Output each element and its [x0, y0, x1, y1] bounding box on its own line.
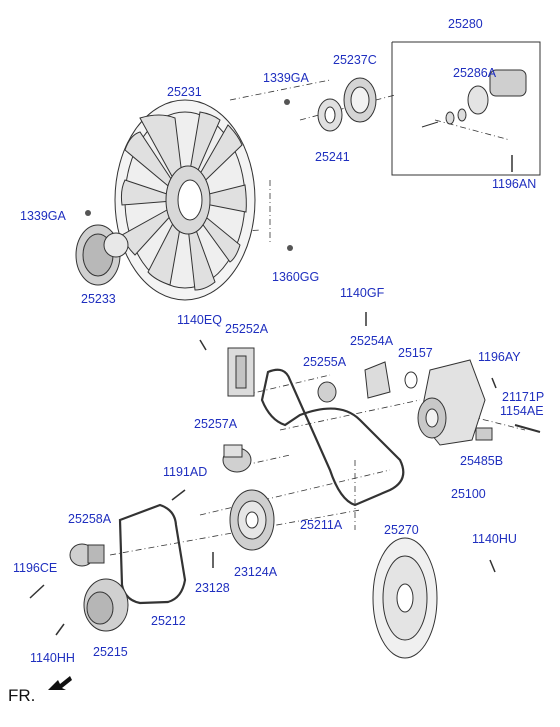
label-1140HH: 1140HH: [30, 651, 75, 665]
label-1140EQ: 1140EQ: [177, 313, 222, 327]
label-25286A: 25286A: [453, 66, 497, 80]
fan-spacer: [317, 98, 343, 132]
label-25241: 25241: [315, 150, 350, 164]
tensioner-bracket: [227, 347, 255, 397]
label-25257A: 25257A: [194, 417, 238, 431]
label-1196AY: 1196AY: [478, 350, 521, 364]
idler-bracket: [364, 361, 391, 399]
bolt-1196AY: [491, 377, 497, 389]
bolt-1140HH: [55, 623, 65, 636]
label-25211A: 25211A: [300, 518, 343, 532]
stud-21171P: [514, 424, 541, 433]
front-direction-arrow: [48, 676, 72, 690]
label-23128: 23128: [195, 581, 230, 595]
belt-tensioner: [222, 444, 252, 473]
label-25215: 25215: [93, 645, 128, 659]
bolt-1140EQ: [199, 339, 207, 351]
label-25252A: 25252A: [225, 322, 269, 336]
label-25254A: 25254A: [350, 334, 394, 348]
label-25212: 25212: [151, 614, 186, 628]
label-25100: 25100: [451, 487, 486, 501]
o-ring-25157: [404, 371, 418, 389]
label-1339GA-left: 1339GA: [20, 209, 66, 223]
water-pump-body: [421, 69, 527, 128]
cooling-fan: [114, 99, 256, 301]
label-25258A: 25258A: [68, 512, 112, 526]
label-25270: 25270: [384, 523, 419, 537]
idler-pulley-25258A: [69, 543, 105, 567]
label-1196AN: 1196AN: [492, 177, 537, 191]
water-pump-assembly-box: [391, 41, 541, 176]
label-21171P: 21171P: [502, 390, 545, 404]
drive-belt-25212: [118, 503, 187, 605]
bolt-1339GA-top: [284, 99, 290, 105]
label-1339GA-top: 1339GA: [263, 71, 309, 85]
vibration-damper: [372, 537, 438, 659]
label-25280: 25280: [448, 17, 483, 31]
label-1140HU: 1140HU: [472, 532, 517, 546]
label-25485B: 25485B: [460, 454, 504, 468]
front-direction-label: FR.: [8, 686, 36, 705]
label-25237C: 25237C: [333, 53, 377, 67]
clip-1360GG: [287, 245, 293, 251]
power-steering-pulley: [83, 578, 129, 632]
fitting-25485B: [475, 427, 493, 441]
bolt-1191AD: [171, 489, 186, 501]
label-25157: 25157: [398, 346, 433, 360]
leader-lines: [109, 79, 526, 556]
bolt-1196CE: [29, 584, 45, 599]
label-1191AD: 1191AD: [163, 465, 208, 479]
bolt-1140HU: [489, 559, 496, 573]
label-1140GF: 1140GF: [340, 286, 385, 300]
label-1196CE: 1196CE: [13, 561, 58, 575]
idler-pulley: [317, 381, 337, 403]
water-pump-assembly: [417, 359, 486, 446]
label-25233: 25233: [81, 292, 116, 306]
label-25231: 25231: [167, 85, 202, 99]
label-23124A: 23124A: [234, 565, 278, 579]
label-25255A: 25255A: [303, 355, 347, 369]
fan-clutch: [75, 224, 129, 286]
drive-belt-25211A: [260, 368, 405, 507]
bolt-1339GA-left: [85, 210, 91, 216]
water-pump-pulley: [343, 77, 377, 123]
crankshaft-pulley: [229, 489, 275, 551]
label-1154AE: 1154AE: [500, 404, 544, 418]
label-1360GG: 1360GG: [272, 270, 320, 284]
